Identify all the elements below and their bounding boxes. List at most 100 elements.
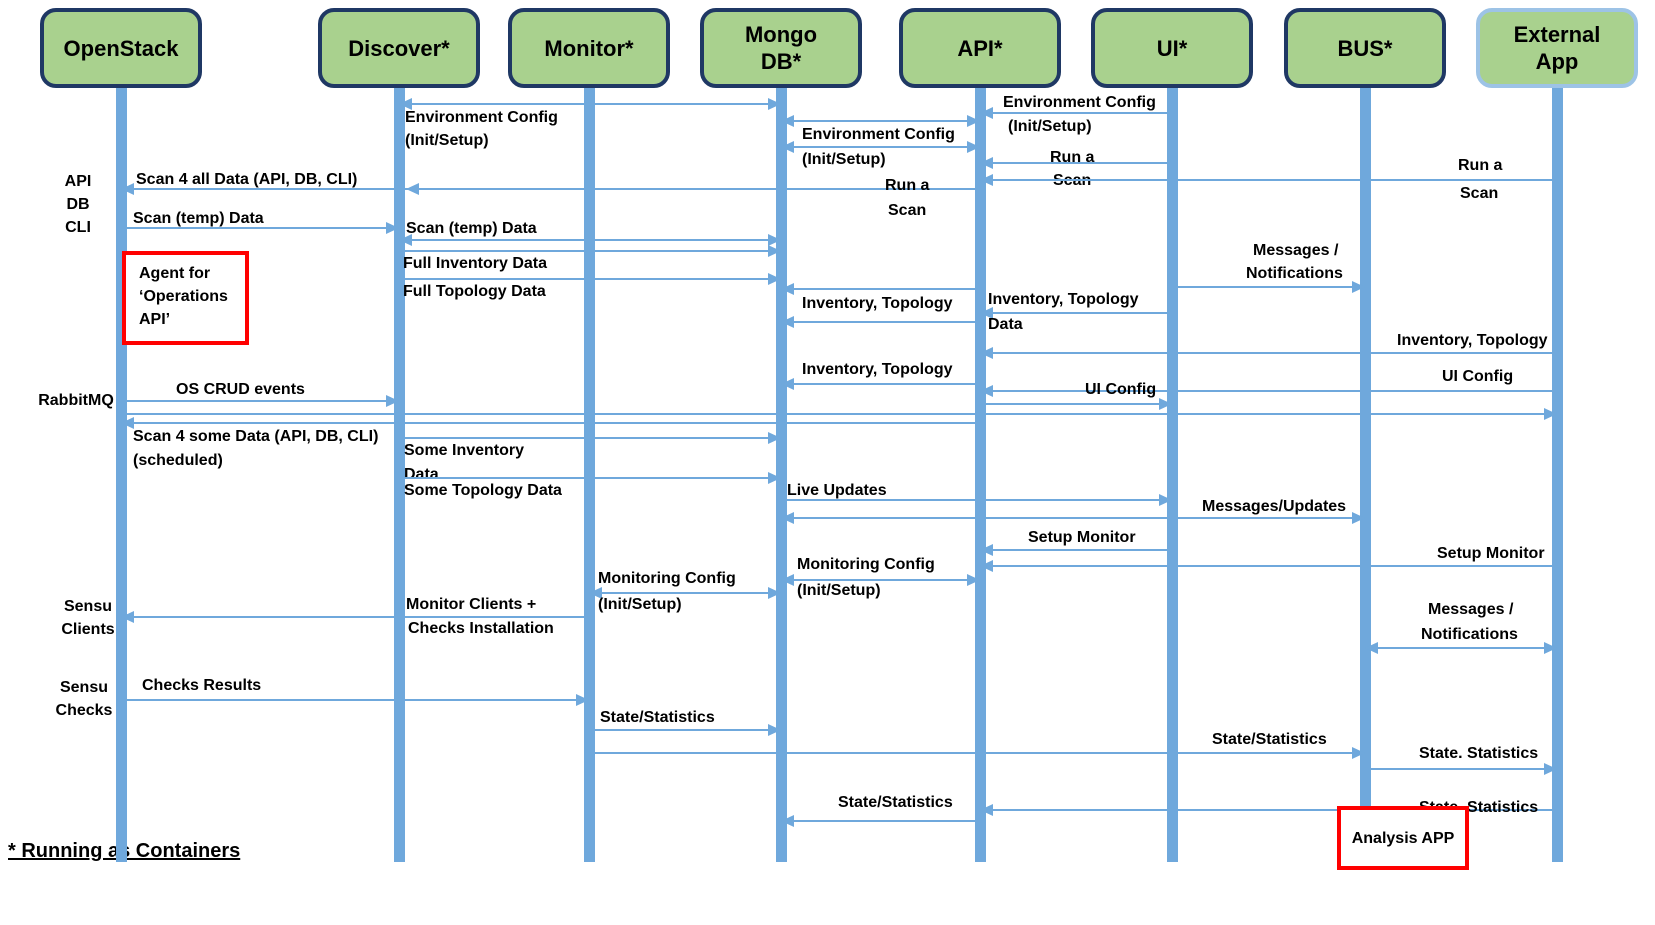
message-label: State/Statistics bbox=[838, 794, 953, 811]
side-label-rabbitmq: RabbitMQ bbox=[38, 392, 114, 409]
message-line-mongodb-to-api bbox=[781, 146, 980, 148]
lifeline-monitor bbox=[583, 88, 595, 862]
arrowhead bbox=[406, 183, 419, 195]
arrowhead bbox=[1352, 747, 1365, 759]
arrowhead bbox=[980, 157, 993, 169]
arrowhead bbox=[121, 417, 134, 429]
message-label: (Init/Setup) bbox=[598, 596, 682, 613]
arrowhead bbox=[768, 587, 781, 599]
message-label: Some Topology Data bbox=[404, 482, 562, 499]
message-line-external-app-to-api bbox=[980, 352, 1557, 354]
message-line-ui-to-api bbox=[980, 312, 1172, 314]
message-line-monitor-to-mongodb bbox=[589, 592, 781, 594]
lifeline-api bbox=[974, 88, 986, 862]
arrowhead bbox=[980, 560, 993, 572]
arrowhead bbox=[576, 694, 589, 706]
arrowhead bbox=[1544, 642, 1557, 654]
message-line-openstack-to-external-app bbox=[121, 413, 1557, 415]
arrowhead bbox=[121, 611, 134, 623]
arrowhead bbox=[121, 183, 134, 195]
message-label: Environment Config bbox=[802, 126, 955, 143]
arrowhead bbox=[768, 234, 781, 246]
message-label: Full Topology Data bbox=[403, 283, 546, 300]
actor-box-discover: Discover* bbox=[318, 8, 480, 88]
actor-box-monitor: Monitor* bbox=[508, 8, 670, 88]
message-label: Monitoring Config bbox=[598, 570, 736, 587]
message-label: Setup Monitor bbox=[1437, 545, 1545, 562]
message-label: Scan bbox=[888, 202, 927, 219]
message-label: Scan bbox=[1460, 185, 1499, 202]
message-label: UI Config bbox=[1442, 368, 1514, 385]
message-line-bus-to-external-app bbox=[1365, 647, 1557, 649]
message-label: (Init/Setup) bbox=[1008, 118, 1092, 135]
arrowhead bbox=[768, 98, 781, 110]
arrowhead bbox=[980, 174, 993, 186]
arrowhead bbox=[781, 115, 794, 127]
message-line-bus-to-external-app bbox=[1365, 768, 1557, 770]
arrowhead bbox=[781, 141, 794, 153]
arrowhead bbox=[1365, 642, 1378, 654]
arrowhead bbox=[980, 544, 993, 556]
message-label: State. Statistics bbox=[1419, 745, 1539, 762]
message-line-monitor-to-bus bbox=[589, 752, 1365, 754]
arrowhead bbox=[967, 574, 980, 586]
arrowhead bbox=[781, 283, 794, 295]
message-line-external-app-to-api bbox=[980, 390, 1557, 392]
message-label: OS CRUD events bbox=[176, 381, 305, 398]
message-label: (Init/Setup) bbox=[797, 582, 881, 599]
message-line-openstack-to-monitor bbox=[121, 699, 589, 701]
message-label: Checks Installation bbox=[408, 620, 554, 637]
message-label: Inventory, Topology bbox=[802, 295, 953, 312]
note-analysis-app: Analysis APP bbox=[1337, 806, 1469, 870]
actor-box-openstack: OpenStack bbox=[40, 8, 202, 88]
message-label: State/Statistics bbox=[1212, 731, 1327, 748]
message-label: (Init/Setup) bbox=[802, 151, 886, 168]
message-line-ui-to-api bbox=[980, 162, 1172, 164]
arrowhead bbox=[980, 107, 993, 119]
message-line-discover-to-mongodb bbox=[399, 103, 781, 105]
arrowhead bbox=[980, 347, 993, 359]
message-line-openstack-to-discover bbox=[121, 227, 399, 229]
lifeline-openstack bbox=[115, 88, 127, 862]
message-line-api-to-mongodb bbox=[781, 321, 980, 323]
message-line-mongodb-to-api bbox=[781, 579, 980, 581]
message-line-api-to-mongodb bbox=[781, 820, 980, 822]
arrowhead bbox=[980, 385, 993, 397]
lifeline-mongodb bbox=[775, 88, 787, 862]
message-line-api-to-openstack bbox=[121, 422, 980, 424]
message-label: State/Statistics bbox=[600, 709, 715, 726]
message-label: (scheduled) bbox=[133, 452, 223, 469]
arrowhead bbox=[1544, 763, 1557, 775]
message-line-mongodb-to-api bbox=[781, 120, 980, 122]
message-line-api-to-mongodb bbox=[781, 288, 980, 290]
message-line-openstack-to-discover bbox=[121, 400, 399, 402]
arrowhead bbox=[386, 222, 399, 234]
message-label: UI Config bbox=[1085, 381, 1157, 398]
message-line-discover-to-mongodb bbox=[399, 239, 781, 241]
message-label: Scan 4 some Data (API, DB, CLI) bbox=[133, 428, 379, 445]
arrowhead bbox=[1159, 398, 1172, 410]
message-label: Scan 4 all Data (API, DB, CLI) bbox=[136, 171, 358, 188]
message-label: Notifications bbox=[1421, 626, 1518, 643]
arrowhead bbox=[781, 512, 794, 524]
arrowhead bbox=[980, 804, 993, 816]
message-line-monitor-to-openstack bbox=[121, 616, 589, 618]
message-label: Full Inventory Data bbox=[403, 255, 548, 272]
message-line-api-to-mongodb bbox=[781, 383, 980, 385]
arrowhead bbox=[589, 587, 602, 599]
message-line-external-app-to-api bbox=[980, 179, 1557, 181]
message-label: Inventory, Topology bbox=[802, 361, 953, 378]
arrowhead bbox=[781, 815, 794, 827]
message-line-api-to-ui bbox=[980, 403, 1172, 405]
message-label: Run a bbox=[885, 177, 930, 194]
actor-box-bus: BUS* bbox=[1284, 8, 1446, 88]
message-line-external-app-to-api bbox=[980, 565, 1557, 567]
message-label: Notifications bbox=[1246, 265, 1343, 282]
message-line-api-to-openstack bbox=[121, 188, 980, 190]
message-label: Checks Results bbox=[142, 677, 262, 694]
